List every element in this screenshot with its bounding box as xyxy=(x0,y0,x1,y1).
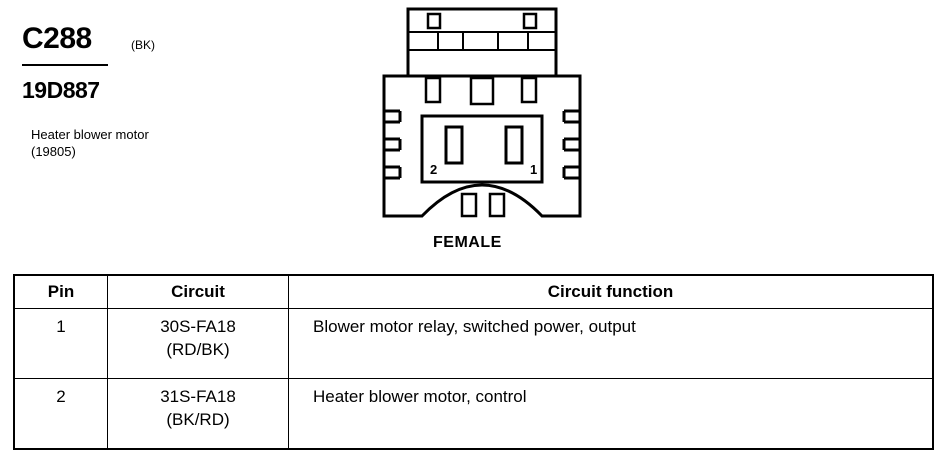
terminal-window xyxy=(420,114,544,184)
header-circuit: Circuit xyxy=(107,274,289,309)
connector-body xyxy=(382,74,582,218)
table-header-row: Pin Circuit Circuit function xyxy=(13,274,934,309)
part-number: 19D887 xyxy=(22,77,100,103)
table-row: 2 31S-FA18 (BK/RD) Heater blower motor, … xyxy=(13,378,934,450)
circuit-id: 31S-FA18 xyxy=(160,387,236,406)
table-row: 1 30S-FA18 (RD/BK) Blower motor relay, s… xyxy=(13,308,934,379)
connector-face-diagram: 2 1 xyxy=(382,7,582,218)
circuit-cell: 30S-FA18 (RD/BK) xyxy=(107,308,289,379)
pin-cell: 2 xyxy=(13,378,108,450)
pin-cell: 1 xyxy=(13,308,108,379)
component-part-number: (19805) xyxy=(31,144,76,159)
component-description: Heater blower motor xyxy=(31,127,149,142)
connector-view-label: FEMALE xyxy=(433,234,502,251)
circuit-color: (BK/RD) xyxy=(166,410,230,429)
connector-id-underline xyxy=(22,64,108,66)
header-pin: Pin xyxy=(13,274,108,309)
header-function: Circuit function xyxy=(288,274,934,309)
cavity-label-2: 2 xyxy=(430,162,437,177)
cavity-1 xyxy=(504,125,524,165)
cavity-2 xyxy=(444,125,464,165)
latch-housing xyxy=(406,7,558,78)
connector-color: (BK) xyxy=(131,38,155,52)
cavity-label-1: 1 xyxy=(530,162,537,177)
connector-id: C288 xyxy=(22,22,92,55)
pin-table: Pin Circuit Circuit function 1 30S-FA18 … xyxy=(13,274,934,450)
function-cell: Heater blower motor, control xyxy=(288,378,934,450)
circuit-color: (RD/BK) xyxy=(166,340,230,359)
circuit-cell: 31S-FA18 (BK/RD) xyxy=(107,378,289,450)
circuit-id: 30S-FA18 xyxy=(160,317,236,336)
function-cell: Blower motor relay, switched power, outp… xyxy=(288,308,934,379)
